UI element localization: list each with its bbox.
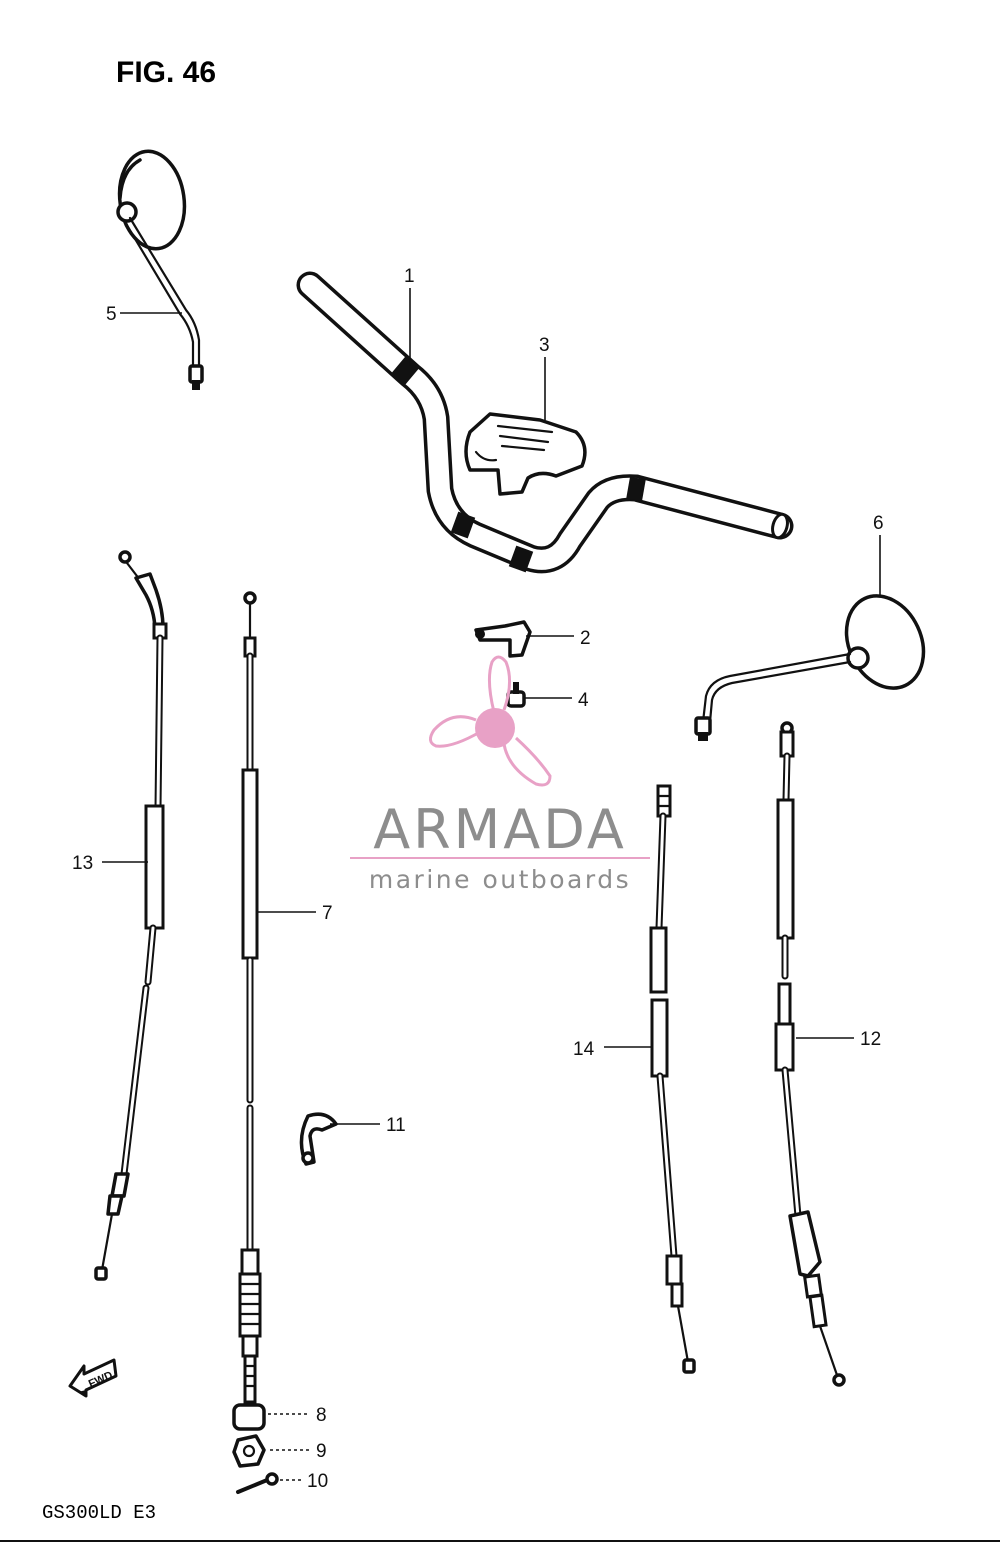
part-cap: [232, 1403, 266, 1431]
callout-5: 5: [106, 304, 182, 325]
callout-4: 4: [525, 690, 589, 711]
part-cable-long: [238, 591, 262, 1404]
callout-7: 7: [258, 903, 333, 924]
callout-13: 13: [72, 853, 148, 874]
callout-6: 6: [873, 513, 884, 596]
propeller-logo-icon: [429, 655, 552, 787]
callout-1: 1: [404, 266, 415, 366]
svg-text:8: 8: [316, 1405, 327, 1426]
part-clip: [236, 1472, 279, 1494]
callout-8: 8: [268, 1405, 327, 1426]
callout-9: 9: [270, 1441, 327, 1462]
svg-text:3: 3: [539, 335, 550, 356]
svg-text:7: 7: [322, 903, 333, 924]
fwd-arrow: FWD: [68, 1358, 118, 1398]
watermark-tagline: marine outboards: [369, 865, 631, 894]
svg-text:11: 11: [386, 1115, 406, 1136]
part-bracket: [474, 620, 532, 658]
svg-text:1: 1: [404, 266, 415, 287]
svg-text:14: 14: [573, 1039, 595, 1060]
part-mirror-left: [116, 149, 204, 390]
watermark: ARMADA marine outboards: [350, 655, 650, 894]
svg-text:12: 12: [860, 1029, 881, 1050]
model-code: GS300LD E3: [42, 1502, 156, 1524]
part-clamp: [299, 1112, 338, 1166]
part-handlebar-holder: [464, 412, 587, 496]
part-handlebar: [296, 271, 794, 574]
callout-3: 3: [539, 335, 550, 420]
watermark-brand: ARMADA: [373, 798, 627, 861]
callout-10: 10: [280, 1471, 328, 1492]
svg-text:4: 4: [578, 690, 589, 711]
svg-text:9: 9: [316, 1441, 327, 1462]
part-nut: [232, 1434, 266, 1468]
part-cable-middle: [649, 784, 696, 1374]
part-mirror-right: [694, 594, 926, 741]
callout-2: 2: [526, 628, 591, 649]
svg-text:2: 2: [580, 628, 591, 649]
svg-text:13: 13: [72, 853, 93, 874]
figure-title: FIG. 46: [116, 56, 216, 89]
part-cable-left: [94, 550, 168, 1281]
callout-12: 12: [796, 1029, 881, 1050]
svg-text:6: 6: [873, 513, 884, 534]
callout-11: 11: [330, 1115, 406, 1136]
svg-text:10: 10: [307, 1471, 328, 1492]
part-cable-right: [774, 721, 846, 1387]
callout-14: 14: [573, 1039, 652, 1060]
svg-text:5: 5: [106, 304, 117, 325]
